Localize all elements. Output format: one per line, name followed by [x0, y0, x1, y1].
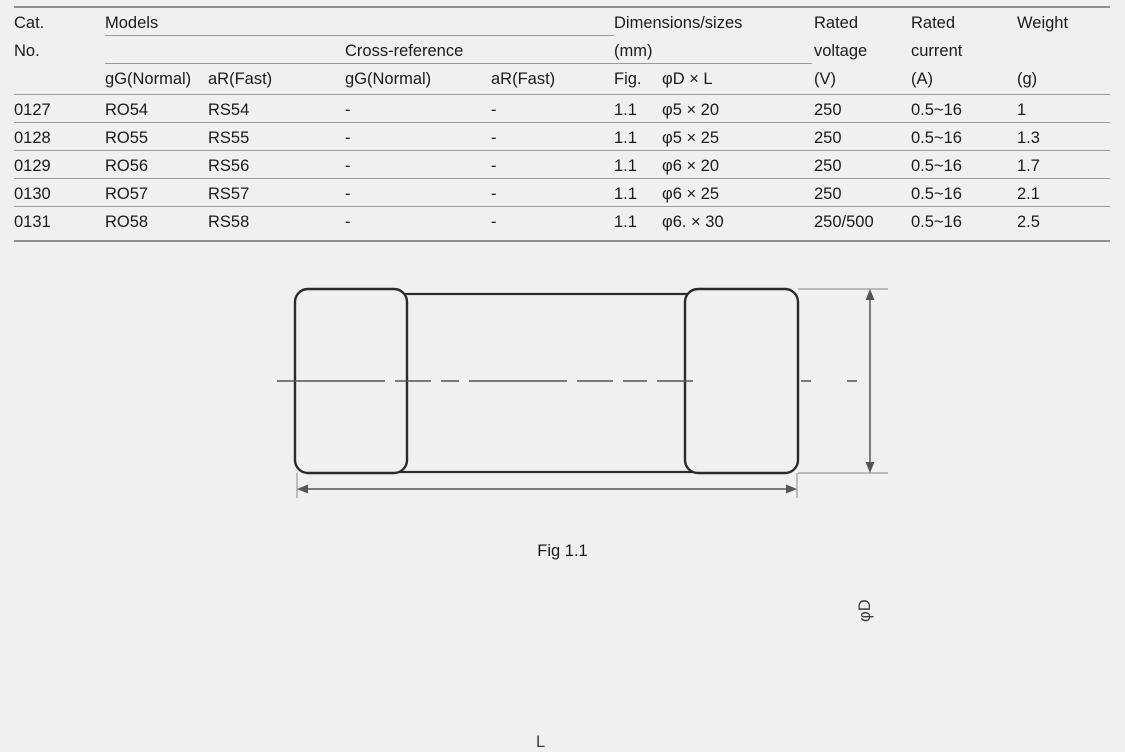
header-dia-length: φD × L — [662, 70, 713, 88]
header-voltage-unit: (V) — [814, 70, 836, 88]
cell-models-ar: RS55 — [208, 129, 250, 147]
cell-rated-voltage: 250 — [814, 101, 842, 119]
cell-cat-no: 0131 — [14, 213, 51, 231]
phid-arrow-top — [865, 289, 875, 300]
cell-xref-ar: - — [491, 157, 497, 175]
phi-d-dimension-label: φD — [856, 599, 874, 622]
cell-models-ar: RS54 — [208, 101, 250, 119]
figure-caption: Fig 1.1 — [537, 542, 588, 560]
fuse-dimension-drawing: φD L Fig 1.1 — [0, 250, 1125, 751]
header-cat-no-line1: Cat. — [14, 14, 45, 32]
cell-cat-no: 0130 — [14, 185, 51, 203]
fuse-body-outline — [348, 292, 742, 474]
cell-models-ar: RS56 — [208, 157, 250, 175]
cell-xref-ar: - — [491, 213, 497, 231]
cell-models-gg: RO57 — [105, 185, 149, 203]
header-dimensions-line1: Dimensions/sizes — [614, 14, 743, 32]
cell-fig: 1.1 — [614, 129, 637, 147]
row-rule-1 — [14, 122, 1110, 123]
header-bottom-rule — [14, 94, 1110, 95]
cell-rated-voltage: 250 — [814, 129, 842, 147]
cell-cat-no: 0128 — [14, 129, 51, 147]
phid-arrow-bottom — [865, 462, 875, 473]
header-xref-ar: aR(Fast) — [491, 70, 556, 88]
header-models-gg: gG(Normal) — [105, 70, 192, 88]
cell-weight: 2.1 — [1017, 185, 1040, 203]
header-models-group: Models — [105, 14, 159, 32]
cell-weight: 2.5 — [1017, 213, 1040, 231]
header-weight-line1: Weight — [1017, 14, 1069, 32]
cell-weight: 1 — [1017, 101, 1027, 119]
header-rated-current-line2: current — [911, 42, 963, 60]
cell-models-gg: RO58 — [105, 213, 149, 231]
cell-fig: 1.1 — [614, 101, 637, 119]
table-bottom-rule — [14, 240, 1110, 242]
cell-xref-ar: - — [491, 101, 497, 119]
l-arrow-right — [786, 484, 797, 494]
cell-dia-length: φ6. × 30 — [662, 213, 724, 231]
header-xref-gg: gG(Normal) — [345, 70, 432, 88]
cell-rated-current: 0.5~16 — [911, 157, 962, 175]
cell-weight: 1.7 — [1017, 157, 1040, 175]
row-rule-4 — [14, 206, 1110, 207]
l-dimension-label: L — [536, 733, 546, 751]
cell-models-ar: RS57 — [208, 185, 250, 203]
cell-models-ar: RS58 — [208, 213, 250, 231]
header-dimensions-line2: (mm) — [614, 42, 653, 60]
fuse-drawing-svg — [277, 287, 888, 498]
cell-cat-no: 0129 — [14, 157, 51, 175]
header-current-unit: (A) — [911, 70, 933, 88]
cell-xref-gg: - — [345, 213, 351, 231]
header-fig: Fig. — [614, 70, 642, 88]
cell-rated-voltage: 250 — [814, 185, 842, 203]
specification-table: Cat. Models Dimensions/sizes Rated Rated… — [14, 6, 1110, 244]
header-rated-voltage-line1: Rated — [814, 14, 859, 32]
models-group-rule — [105, 35, 614, 36]
cell-xref-gg: - — [345, 129, 351, 147]
cell-cat-no: 0127 — [14, 101, 51, 119]
cell-xref-gg: - — [345, 101, 351, 119]
row-rule-2 — [14, 150, 1110, 151]
cell-xref-gg: - — [345, 157, 351, 175]
cell-xref-gg: - — [345, 185, 351, 203]
cell-rated-current: 0.5~16 — [911, 185, 962, 203]
cell-models-gg: RO54 — [105, 101, 149, 119]
cell-fig: 1.1 — [614, 185, 637, 203]
cell-rated-current: 0.5~16 — [911, 101, 962, 119]
dimensions-group-rule — [614, 63, 812, 64]
header-rated-current-line1: Rated — [911, 14, 956, 32]
cell-models-gg: RO55 — [105, 129, 149, 147]
cell-xref-ar: - — [491, 185, 497, 203]
cross-reference-rule — [105, 63, 614, 64]
cell-rated-current: 0.5~16 — [911, 213, 962, 231]
cell-fig: 1.1 — [614, 213, 637, 231]
header-rated-voltage-line2: voltage — [814, 42, 868, 60]
fuse-right-end-cap — [683, 287, 800, 475]
cell-dia-length: φ6 × 20 — [662, 157, 720, 175]
cell-rated-voltage: 250/500 — [814, 213, 874, 231]
cell-xref-ar: - — [491, 129, 497, 147]
cell-dia-length: φ5 × 20 — [662, 101, 720, 119]
cell-rated-voltage: 250 — [814, 157, 842, 175]
cell-weight: 1.3 — [1017, 129, 1040, 147]
cell-rated-current: 0.5~16 — [911, 129, 962, 147]
row-rule-3 — [14, 178, 1110, 179]
cell-dia-length: φ6 × 25 — [662, 185, 720, 203]
header-models-ar: aR(Fast) — [208, 70, 273, 88]
table-top-rule — [14, 6, 1110, 8]
header-cat-no-line2: No. — [14, 42, 40, 60]
cell-models-gg: RO56 — [105, 157, 149, 175]
l-arrow-left — [297, 484, 308, 494]
header-cross-reference-group: Cross-reference — [345, 42, 464, 60]
cell-fig: 1.1 — [614, 157, 637, 175]
header-weight-unit: (g) — [1017, 70, 1038, 88]
cell-dia-length: φ5 × 25 — [662, 129, 720, 147]
